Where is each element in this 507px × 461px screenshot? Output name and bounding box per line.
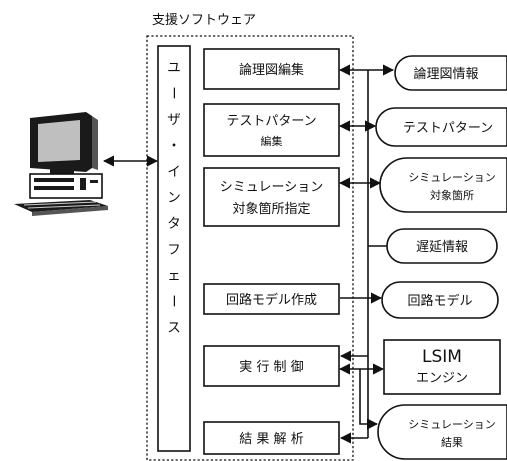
simulation-target-spec-box [203,167,340,227]
user-interface-char: ・ [167,138,181,154]
computer-workstation-icon [14,112,108,216]
simulation-result-label-2: 結果 [441,435,463,449]
logic-info-shape [394,55,507,91]
test-pattern-edit-label-1: テストパターン [226,114,316,129]
simulation-target-label-2: 対象箇所 [430,188,474,202]
circuit-model-create-box [203,283,340,315]
simulation-target-label-1: シミュレーション [408,171,496,184]
user-interface-char: タ [167,216,181,232]
user-interface-char: ユ [167,60,181,76]
user-interface-char: ス [167,320,181,336]
support-software-boundary [146,35,354,461]
execution-control-label: 実 行 制 御 [239,359,303,375]
simulation-result-shape [377,404,507,460]
user-interface-char: ン [167,190,181,206]
delay-info-label: 遅延情報 [416,240,468,255]
circuit-model-label: 回路モデル [407,293,472,309]
circuit-model-create-label: 回路モデル作成 [226,292,317,308]
test-pattern-shape [375,107,507,147]
lsim-engine-label-2: エンジン [416,371,468,386]
result-analysis-label: 結 果 解 析 [239,432,303,447]
simulation-target-spec-label-1: シミュレーション [220,180,323,195]
execution-control-box [203,345,340,387]
user-interface-bar [157,45,191,452]
simulation-target-spec-label-2: 対象箇所指定 [232,201,310,217]
simulation-result-label-1: シミュレーション [408,418,496,431]
simulation-target-shape [379,157,507,213]
user-interface-char: フ [167,242,181,258]
user-interface-char: ザ [167,112,181,128]
user-interface-char: ー [165,294,181,308]
support-software-title: 支援ソフトウェア [152,13,256,28]
lsim-engine-label-1: LSIM [422,347,462,367]
test-pattern-edit-box [203,103,340,157]
user-interface-char: ー [165,86,181,100]
lsim-engine-box [383,339,501,395]
result-analysis-box [203,421,340,455]
circuit-model-shape [381,281,499,319]
engine-to-result-arrow [359,369,379,430]
delay-info-shape [386,228,498,264]
logic-diagram-edit-box [203,48,340,90]
test-pattern-edit-label-2: 編集 [261,134,283,148]
user-interface-char: ェ [167,268,181,284]
test-pattern-label: テストパターン [403,121,493,136]
logic-diagram-edit-label: 論理図編集 [239,62,304,78]
logic-info-label: 論理図情報 [413,66,478,82]
user-interface-char: イ [167,164,181,180]
